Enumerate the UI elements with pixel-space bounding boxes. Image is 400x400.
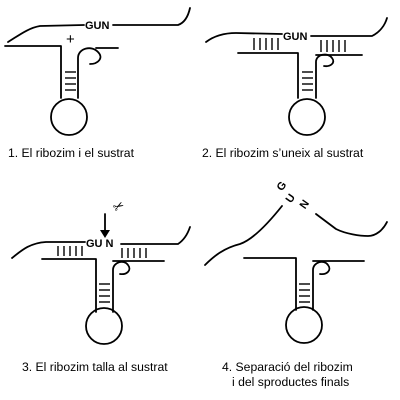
panel-2-ribozyme-stem-right <box>315 53 335 99</box>
panel-4-caption-line-1: 4. Separació del ribozim <box>222 360 353 374</box>
panel-2-substrate-base-pairs <box>253 38 346 52</box>
panel-4-product-letter-u: U <box>284 192 298 205</box>
panel-2-ribozyme-arm-left <box>237 52 299 99</box>
panel-2-caption: 2. El ribozim s’uneix al sustrat <box>202 146 364 160</box>
panel-2-stem-base-pairs <box>302 71 313 91</box>
panel-1-substrate-strand <box>7 24 85 43</box>
panel-4-drawing: G U N <box>204 179 388 344</box>
panel-3-substrate-base-pairs <box>57 246 147 258</box>
panel-4-ribozyme-arm-left <box>243 257 297 311</box>
panel-4-product-letter-g: G <box>275 179 290 193</box>
panel-4-product-letter-n: N <box>298 198 312 211</box>
panel-3-cut-arrow-head <box>100 230 110 238</box>
panel-3-drawing: ✂ GU N <box>11 198 191 345</box>
panel-3-ribozyme-arm-left <box>41 258 97 313</box>
panel-3-ribozyme-loop <box>85 307 123 345</box>
panel-1-caption: 1. El ribozim i el sustrat <box>8 146 134 160</box>
panel-3-substrate-strand-right <box>120 226 191 245</box>
panel-4-ribozyme-loop <box>285 306 323 344</box>
panel-3-sequence-label: GU N <box>86 238 114 250</box>
panel-1-drawing: GUN + <box>4 7 191 136</box>
panel-2-substrate-strand <box>205 32 283 43</box>
panel-4-stem-base-pairs <box>299 283 310 303</box>
panel-1-stem-base-pairs <box>65 71 76 91</box>
panel-3-caption: 3. El ribozim talla al sustrat <box>22 360 168 374</box>
panel-1-substrate-strand-right <box>112 7 191 26</box>
panel-3-substrate-strand <box>11 241 86 259</box>
panel-1-ribozyme-arm-left <box>4 45 62 99</box>
panel-1-plus-sign: + <box>66 31 75 48</box>
panel-4-caption-line-2: i del sproductes finals <box>232 375 350 389</box>
panel-4-product-left <box>204 205 283 266</box>
panel-3-stem-base-pairs <box>99 283 110 303</box>
panel-2-ribozyme-loop <box>288 98 326 136</box>
panel-1-ribozyme-stem-right <box>77 47 102 99</box>
panel-2-sequence-label: GUN <box>283 31 308 43</box>
panel-4-product-right <box>315 213 388 237</box>
panel-3-ribozyme-stem-right <box>112 260 131 313</box>
panel-2-drawing: GUN <box>205 17 388 136</box>
panel-4-ribozyme-stem-right <box>312 260 331 311</box>
panel-1-sequence-label: GUN <box>85 20 110 32</box>
scissors-icon: ✂ <box>111 198 128 216</box>
panel-2-substrate-strand-right <box>310 17 388 37</box>
panel-1-ribozyme-loop <box>50 98 88 136</box>
